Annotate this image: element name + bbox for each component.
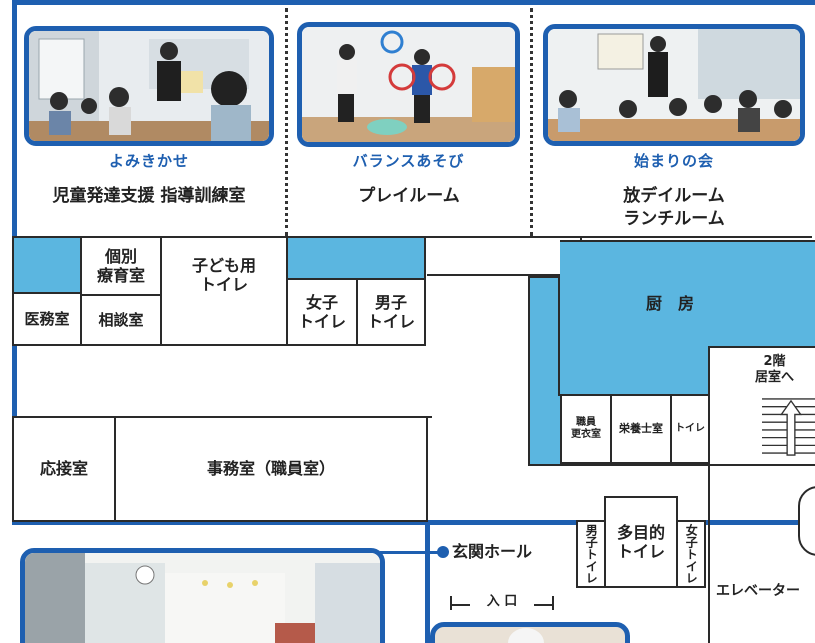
storage-blue-mid (286, 236, 426, 280)
room-eiyoushi-label: 栄養士室 (619, 422, 663, 436)
room-kobetsu: 個別 療育室 (80, 236, 162, 296)
lobby-connector (380, 551, 440, 554)
room-kobetsu-line1: 個別 (104, 246, 137, 266)
room-kobetsu-line2: 療育室 (96, 266, 145, 285)
stairs-line2: 居室へ (755, 369, 795, 385)
room-playroom: プレイルーム (358, 186, 460, 206)
room-men-toilet: 男子 トイレ (356, 278, 426, 346)
room-tamokuteki-line2: トイレ (616, 542, 665, 561)
building-outline-lower (425, 520, 430, 643)
room-divider (285, 8, 288, 236)
corridor-wall-right (708, 464, 710, 643)
photo-reading (24, 26, 274, 146)
room-shokuin: 職員 更衣室 (560, 394, 612, 464)
room-jimu: 事務室（職員室） (114, 416, 428, 522)
room-chubo-top (560, 240, 815, 280)
photo-elevator-partial-inner (508, 628, 544, 643)
stairs: 2階 居室へ (708, 346, 815, 466)
room-men-line1: 男子 (374, 292, 407, 312)
room-eiyoushi: 栄養士室 (610, 394, 672, 464)
photo-opening-meeting (543, 24, 805, 146)
room-imushitsu: 医務室 (12, 292, 82, 346)
room-shokuin-line2: 更衣室 (571, 429, 601, 440)
room-afterschool: 放デイルーム ランチルーム (540, 185, 808, 231)
room-afterschool-line1: 放デイルーム (623, 186, 725, 206)
lobby-label: 玄関ホール (452, 542, 533, 562)
room-divider (530, 8, 533, 236)
photo-balance-play (297, 22, 520, 147)
room-tamokuteki-line1: 多目的 (616, 522, 665, 542)
entrance-label: 入 口 (470, 592, 534, 612)
room-tamokuteki: 多目的 トイレ (604, 496, 678, 588)
room-kodomo-toilet: 子ども用 トイレ (160, 236, 288, 346)
room-afterschool-line2: ランチルーム (623, 209, 725, 229)
room-chubo-inner-wall (558, 276, 560, 396)
room-imushitsu-label: 医務室 (24, 310, 70, 328)
elevator-curve (798, 486, 815, 556)
room-men-toilet-small-label: 男子トイレ (584, 524, 599, 584)
room-kitchen-toilet: トイレ (670, 394, 710, 464)
photo-lobby (20, 548, 385, 643)
room-ousetsu-label: 応接室 (39, 459, 88, 479)
room-women-toilet: 女子 トイレ (286, 278, 358, 346)
room-chubo-label: 厨 房 (645, 294, 694, 314)
room-kodomo-line2: トイレ (199, 275, 248, 295)
room-women-line2: トイレ (297, 312, 346, 331)
room-kitchen-toilet-label: トイレ (675, 423, 705, 434)
room-women-line1: 女子 (305, 292, 338, 312)
room-soudan: 相談室 (80, 294, 162, 346)
caption-opening-meeting: 始まりの会 (633, 152, 714, 170)
room-women-toilet-small: 女子トイレ (676, 520, 706, 588)
room-men-line2: トイレ (366, 312, 415, 331)
storage-blue-left (12, 236, 82, 294)
entrance-tick-left (450, 596, 452, 610)
room-jimu-label: 事務室（職員室） (206, 459, 335, 479)
room-guidance-training: 児童発達支援 指導訓練室 (52, 186, 246, 206)
kitchen-outline (427, 236, 582, 276)
room-shokuin-line1: 職員 (576, 417, 596, 428)
room-ousetsu: 応接室 (12, 416, 116, 522)
room-men-toilet-small: 男子トイレ (576, 520, 606, 588)
stairs-icon (762, 398, 815, 456)
room-women-toilet-small-label: 女子トイレ (684, 524, 699, 584)
caption-balance-play: バランスあそび (352, 152, 465, 170)
stairs-line1: 2階 (763, 354, 786, 369)
room-kodomo-line1: 子ども用 (191, 255, 256, 275)
lobby-dot (437, 546, 449, 558)
elevator-label: エレベーター (716, 582, 800, 599)
caption-reading: よみきかせ (108, 152, 189, 170)
room-soudan-label: 相談室 (98, 311, 144, 329)
entrance-tick-right (552, 596, 554, 610)
